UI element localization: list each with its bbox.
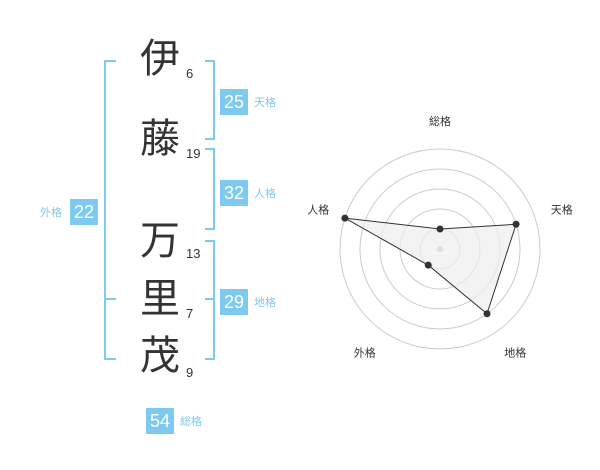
chikaku-value-badge: 29 xyxy=(220,289,249,315)
radar-ring-4 xyxy=(359,168,521,330)
name-char-3: 万 xyxy=(140,218,180,264)
radar-axis-label-2: 天格 xyxy=(551,202,573,216)
jinkaku-value-badge: 32 xyxy=(220,180,249,206)
name-char-4: 里 xyxy=(140,276,180,322)
chikaku-label: 地格 xyxy=(254,296,276,309)
name-char-1: 伊 xyxy=(140,36,180,82)
stroke-count-2: 19 xyxy=(186,146,201,161)
radar-ring-5 xyxy=(339,148,541,350)
radar-axis-label-5: 人格 xyxy=(307,202,329,216)
soukaku-label: 総格 xyxy=(180,415,202,428)
radar-axis-label-1: 総格 xyxy=(429,114,451,128)
radar-point-4 xyxy=(424,261,432,269)
name-char-2: 藤 xyxy=(140,116,180,162)
radar-point-2 xyxy=(512,220,520,228)
radar-point-3 xyxy=(483,310,491,318)
radar-point-5 xyxy=(341,214,349,222)
name-char-5: 茂 xyxy=(140,333,180,379)
stroke-count-3: 13 xyxy=(186,246,201,261)
tenkaku-label: 天格 xyxy=(254,96,276,109)
radar-point-1 xyxy=(436,225,444,233)
gaikaku-value-badge: 22 xyxy=(70,199,99,225)
tenkaku-value-badge: 25 xyxy=(220,89,249,115)
stroke-count-1: 6 xyxy=(186,66,194,81)
stroke-count-4: 7 xyxy=(186,306,194,321)
soukaku-value-badge: 54 xyxy=(146,408,175,434)
gaikaku-label: 外格 xyxy=(40,206,62,219)
radar-axis-label-4: 外格 xyxy=(354,346,376,360)
radar-series xyxy=(341,214,520,318)
stroke-count-5: 9 xyxy=(186,365,194,380)
radar-axis-label-3: 地格 xyxy=(504,346,526,360)
jinkaku-label: 人格 xyxy=(254,187,276,200)
